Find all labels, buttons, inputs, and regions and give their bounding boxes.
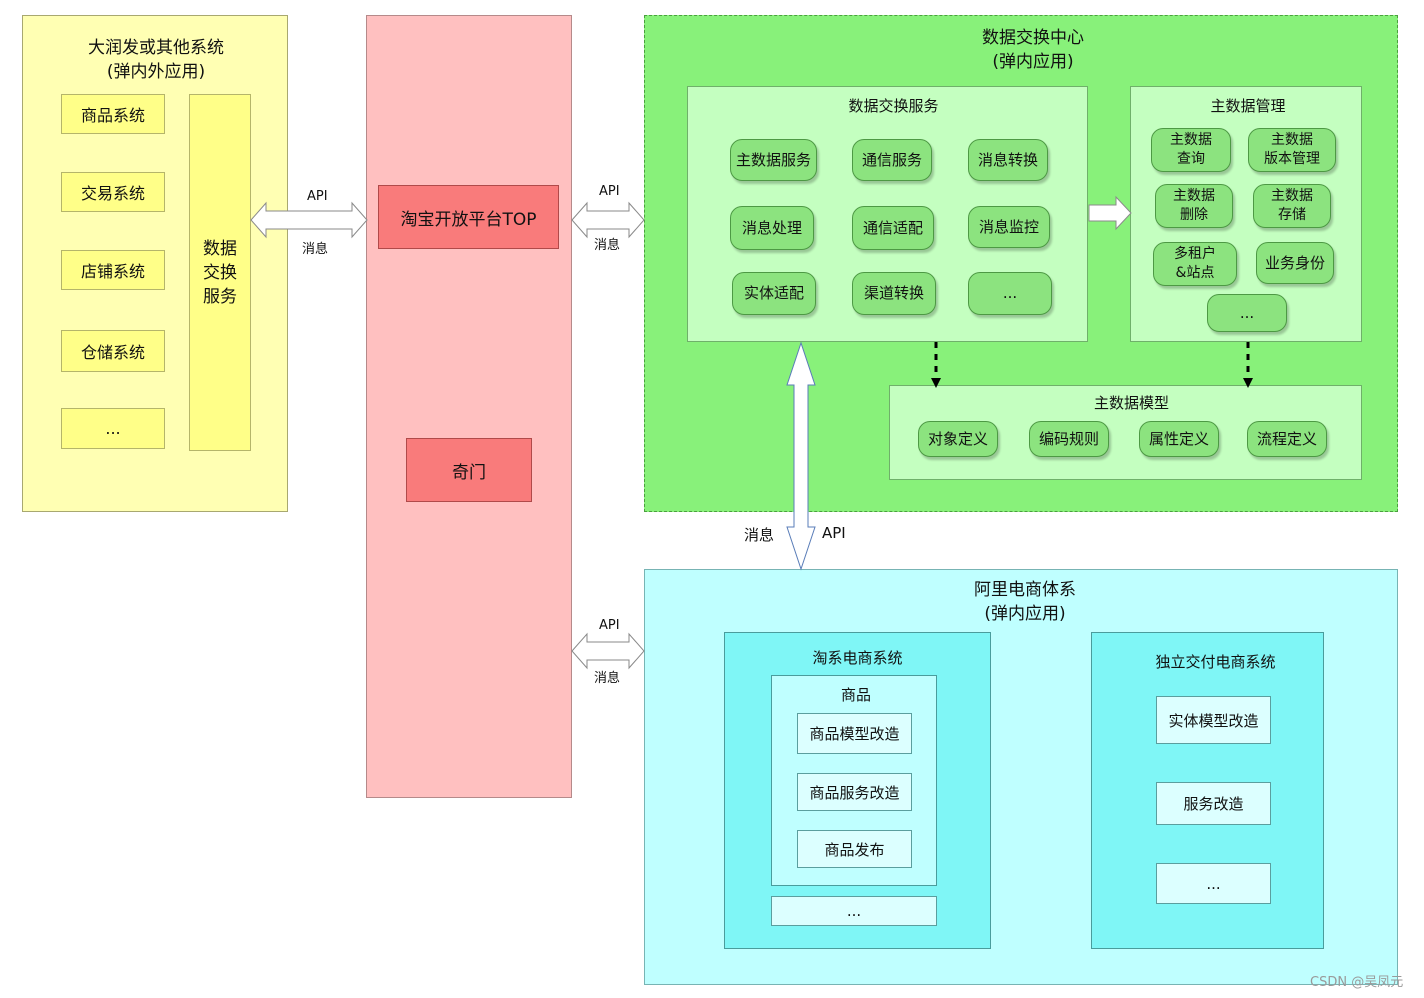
exchange-center-title: 数据交换中心 (弹内应用) — [982, 28, 1084, 72]
service-reform-box: 服务改造 — [1156, 782, 1271, 825]
trade-system-box: 交易系统 — [61, 172, 165, 212]
qimen-box: 奇门 — [406, 438, 532, 502]
more-independent-box: ... — [1156, 863, 1271, 904]
comm-service-pill: 通信服务 — [852, 139, 932, 181]
master-data-service-pill: 主数据服务 — [730, 139, 817, 181]
taoxi-ecommerce-title: 淘系电商系统 — [812, 649, 903, 667]
master-data-mgmt-title: 主数据管理 — [1210, 97, 1286, 115]
business-identity-pill: 业务身份 — [1256, 242, 1334, 284]
process-definition-pill: 流程定义 — [1247, 421, 1327, 457]
goods-service-reform-box: 商品服务改造 — [797, 773, 912, 811]
more-mgmt-pill: ... — [1207, 294, 1287, 332]
master-data-delete-pill: 主数据 删除 — [1155, 184, 1233, 228]
center-message-label: 消息 — [594, 238, 621, 253]
top-alibaba-double-arrow — [571, 632, 645, 670]
left-api-label: API — [307, 189, 328, 204]
entity-model-reform-box: 实体模型改造 — [1156, 696, 1271, 744]
goods-system-box: 商品系统 — [61, 94, 165, 134]
vertical-api-label: API — [822, 524, 846, 542]
exchange-services-title: 数据交换服务 — [848, 97, 939, 115]
center-api-label: API — [599, 184, 620, 199]
master-data-model-title: 主数据模型 — [1093, 394, 1169, 412]
comm-adapter-pill: 通信适配 — [852, 206, 934, 250]
alibaba-api-label: API — [599, 618, 620, 633]
left-message-label: 消息 — [302, 242, 329, 257]
taobao-top-box: 淘宝开放平台TOP — [378, 185, 559, 249]
warehouse-system-box: 仓储系统 — [61, 330, 165, 372]
entity-adapter-pill: 实体适配 — [732, 272, 816, 315]
master-data-version-pill: 主数据 版本管理 — [1248, 128, 1336, 172]
top-center-double-arrow — [571, 201, 645, 239]
open-platform-column — [366, 15, 572, 798]
left-exchange-service-box: 数据 交换 服务 — [189, 94, 251, 451]
goods-model-reform-box: 商品模型改造 — [797, 713, 912, 754]
multi-tenant-site-pill: 多租户 &站点 — [1153, 242, 1237, 286]
master-data-query-pill: 主数据 查询 — [1151, 128, 1231, 172]
channel-convert-pill: 渠道转换 — [852, 272, 936, 315]
object-definition-pill: 对象定义 — [918, 421, 998, 457]
message-convert-pill: 消息转换 — [968, 139, 1048, 181]
goods-title: 商品 — [840, 686, 871, 704]
more-services-pill: ... — [968, 272, 1052, 315]
coding-rule-pill: 编码规则 — [1029, 421, 1109, 457]
attribute-definition-pill: 属性定义 — [1139, 421, 1219, 457]
independent-ecommerce-title: 独立交付电商系统 — [1155, 653, 1276, 671]
goods-publish-box: 商品发布 — [797, 830, 912, 868]
master-data-store-pill: 主数据 存储 — [1253, 184, 1331, 228]
message-process-pill: 消息处理 — [730, 206, 814, 250]
csdn-watermark: CSDN @吴凤元 — [1310, 975, 1404, 990]
vertical-message-label: 消息 — [744, 526, 775, 544]
more-taoxi-box: ... — [771, 896, 937, 926]
alibaba-message-label: 消息 — [594, 671, 621, 686]
shop-system-box: 店铺系统 — [61, 250, 165, 290]
external-systems-title: 大润发或其他系统 (弹内外应用) — [88, 38, 224, 82]
message-monitor-pill: 消息监控 — [968, 206, 1050, 248]
alibaba-ecommerce-title: 阿里电商体系 (弹内应用) — [974, 580, 1076, 624]
more-systems-box: ... — [61, 408, 165, 449]
